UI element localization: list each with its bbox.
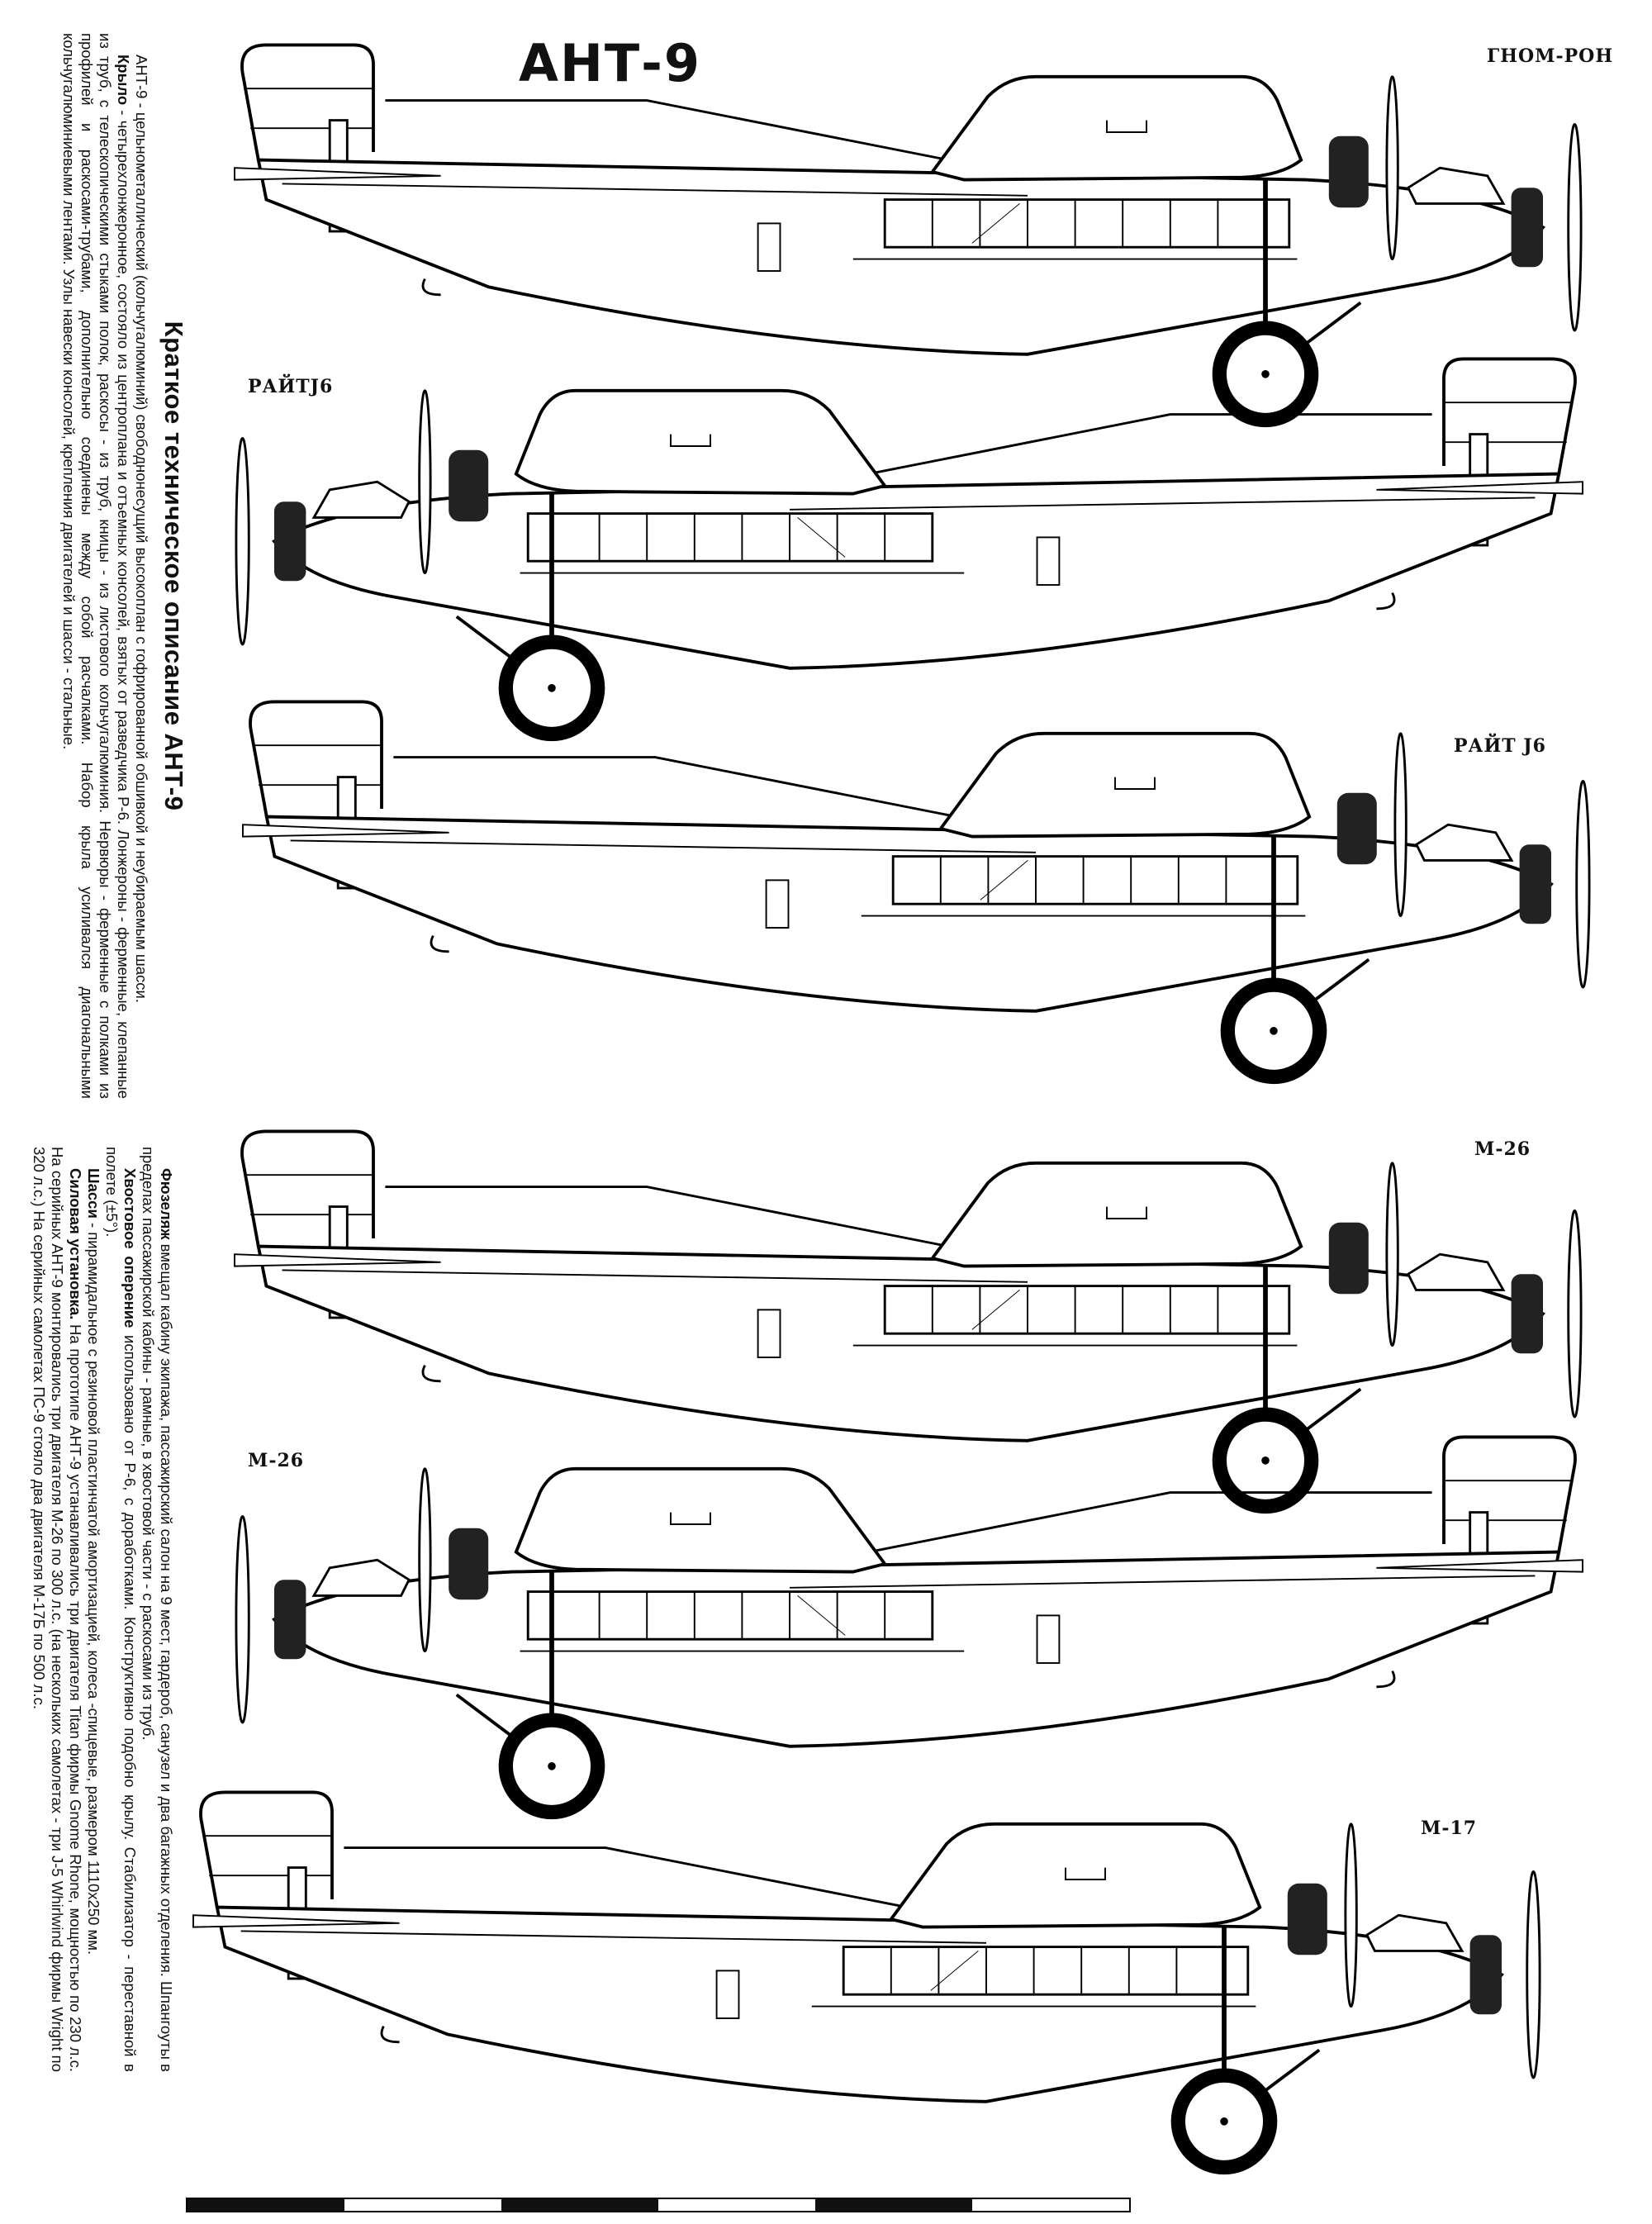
engine-label-gnome-rhone: ГНОМ-РОН [1487,45,1614,67]
engine-label-m26-2: M-26 [248,1450,305,1471]
section-text: - пирамидальное с резиновой пластинчатой… [85,1218,102,1956]
description-block-1: Краткое техническое описание АНТ-9 АНТ-9… [31,33,188,1099]
section-lead: Шасси [85,1168,102,1219]
document-title: АНТ-9 [519,33,702,93]
intro-paragraph: АНТ-9 - цельнометаллический (кольчугалюм… [133,55,150,1003]
engine-label-wright-j6: РАЙТJ6 [248,376,334,397]
section-lead: Фюзеляж [158,1168,175,1240]
section-lead: Крыло [115,55,132,106]
section-lead: Хвостовое оперение [121,1168,139,1328]
section-text: - четырехлонжеронное, состояло из центро… [60,33,132,1099]
fuselage-paragraph: Фюзеляж вмещал кабину экипажа, пассажирс… [139,1147,175,2072]
description-block-2: Фюзеляж вмещал кабину экипажа, пассажирс… [31,1147,175,2072]
aircraft-side-view-wright-j6-right [206,690,1627,1086]
tail-paragraph: Хвостовое оперение использовано от Р-6, … [102,1147,139,2072]
gear-paragraph: Шасси - пирамидальное с резиновой пласти… [84,1147,102,2072]
section-text: вмещал кабину экипажа, пассажирский сало… [140,1147,175,2072]
wing-paragraph: Крыло - четырехлонжеронное, состояло из … [59,33,132,1099]
engine-label-wright-j6-2: РАЙТ J6 [1454,735,1546,757]
aircraft-side-view-wright-j6-left [198,347,1619,744]
description-heading: Краткое техническое описание АНТ-9 [159,321,188,811]
aircraft-side-view-m26-floatplane [198,1425,1619,1822]
scale-bar [186,2198,1131,2212]
aircraft-side-view-m17 [157,1780,1578,2177]
engine-label-m26: M-26 [1474,1138,1531,1160]
powerplant-paragraph: Силовая установка. На прототипе АНТ-9 ус… [30,1147,84,2072]
engine-label-m17: M-17 [1421,1818,1478,1839]
section-lead: Силовая установка. [67,1168,84,1320]
